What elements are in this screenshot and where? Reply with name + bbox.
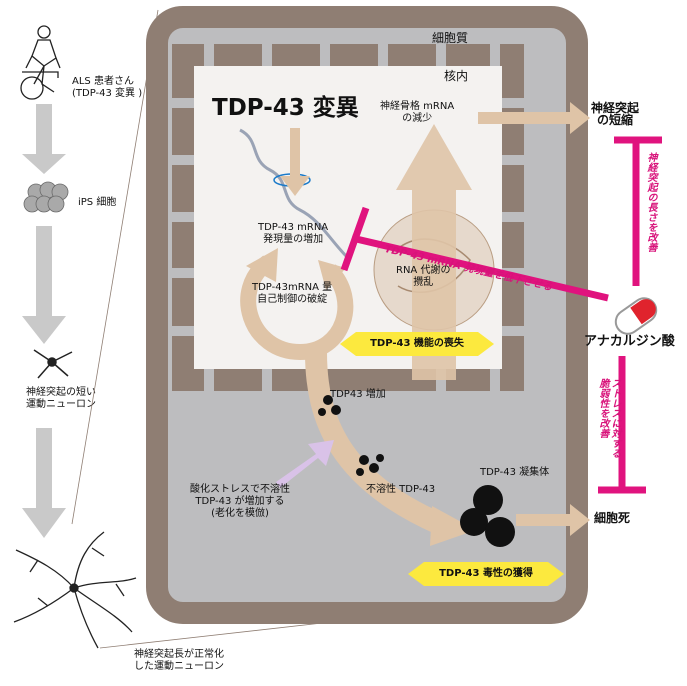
- nf-mrna-label: 神経骨格 mRNA の減少: [380, 101, 454, 125]
- nucleus-label: 核内: [444, 70, 468, 82]
- drug-effect-stress-label: ストレスに対する 脆弱性を改善: [596, 378, 620, 458]
- autoreg-label: TDP-43mRNA 量 自己制御の破綻: [252, 282, 332, 306]
- mrna-increase-label: TDP-43 mRNA 発現量の増加: [258, 222, 328, 246]
- oxidative-label: 酸化ストレスで不溶性 TDP-43 が増加する (老化を模倣): [190, 484, 290, 520]
- loss-function-label: TDP-43 機能の喪失: [356, 332, 478, 356]
- drug-effect-neurite-label: 神経突起の長さを改善: [644, 152, 656, 252]
- insoluble-label: 不溶性 TDP-43: [366, 484, 435, 496]
- tdp43-increase-label: TDP43 増加: [330, 389, 386, 401]
- tdp43-mutation-title: TDP-43 変異: [212, 102, 359, 114]
- aggregate-label: TDP-43 凝集体: [480, 467, 549, 479]
- gain-toxicity-label: TDP-43 毒性の獲得: [424, 562, 548, 586]
- drug-label: アナカルジン酸: [584, 336, 675, 348]
- neurite-short-label: 神経突起 の短縮: [591, 102, 639, 126]
- capsule-icon: [611, 294, 661, 339]
- cell-death-label: 細胞死: [594, 512, 630, 524]
- cytoplasm-label: 細胞質: [432, 32, 468, 44]
